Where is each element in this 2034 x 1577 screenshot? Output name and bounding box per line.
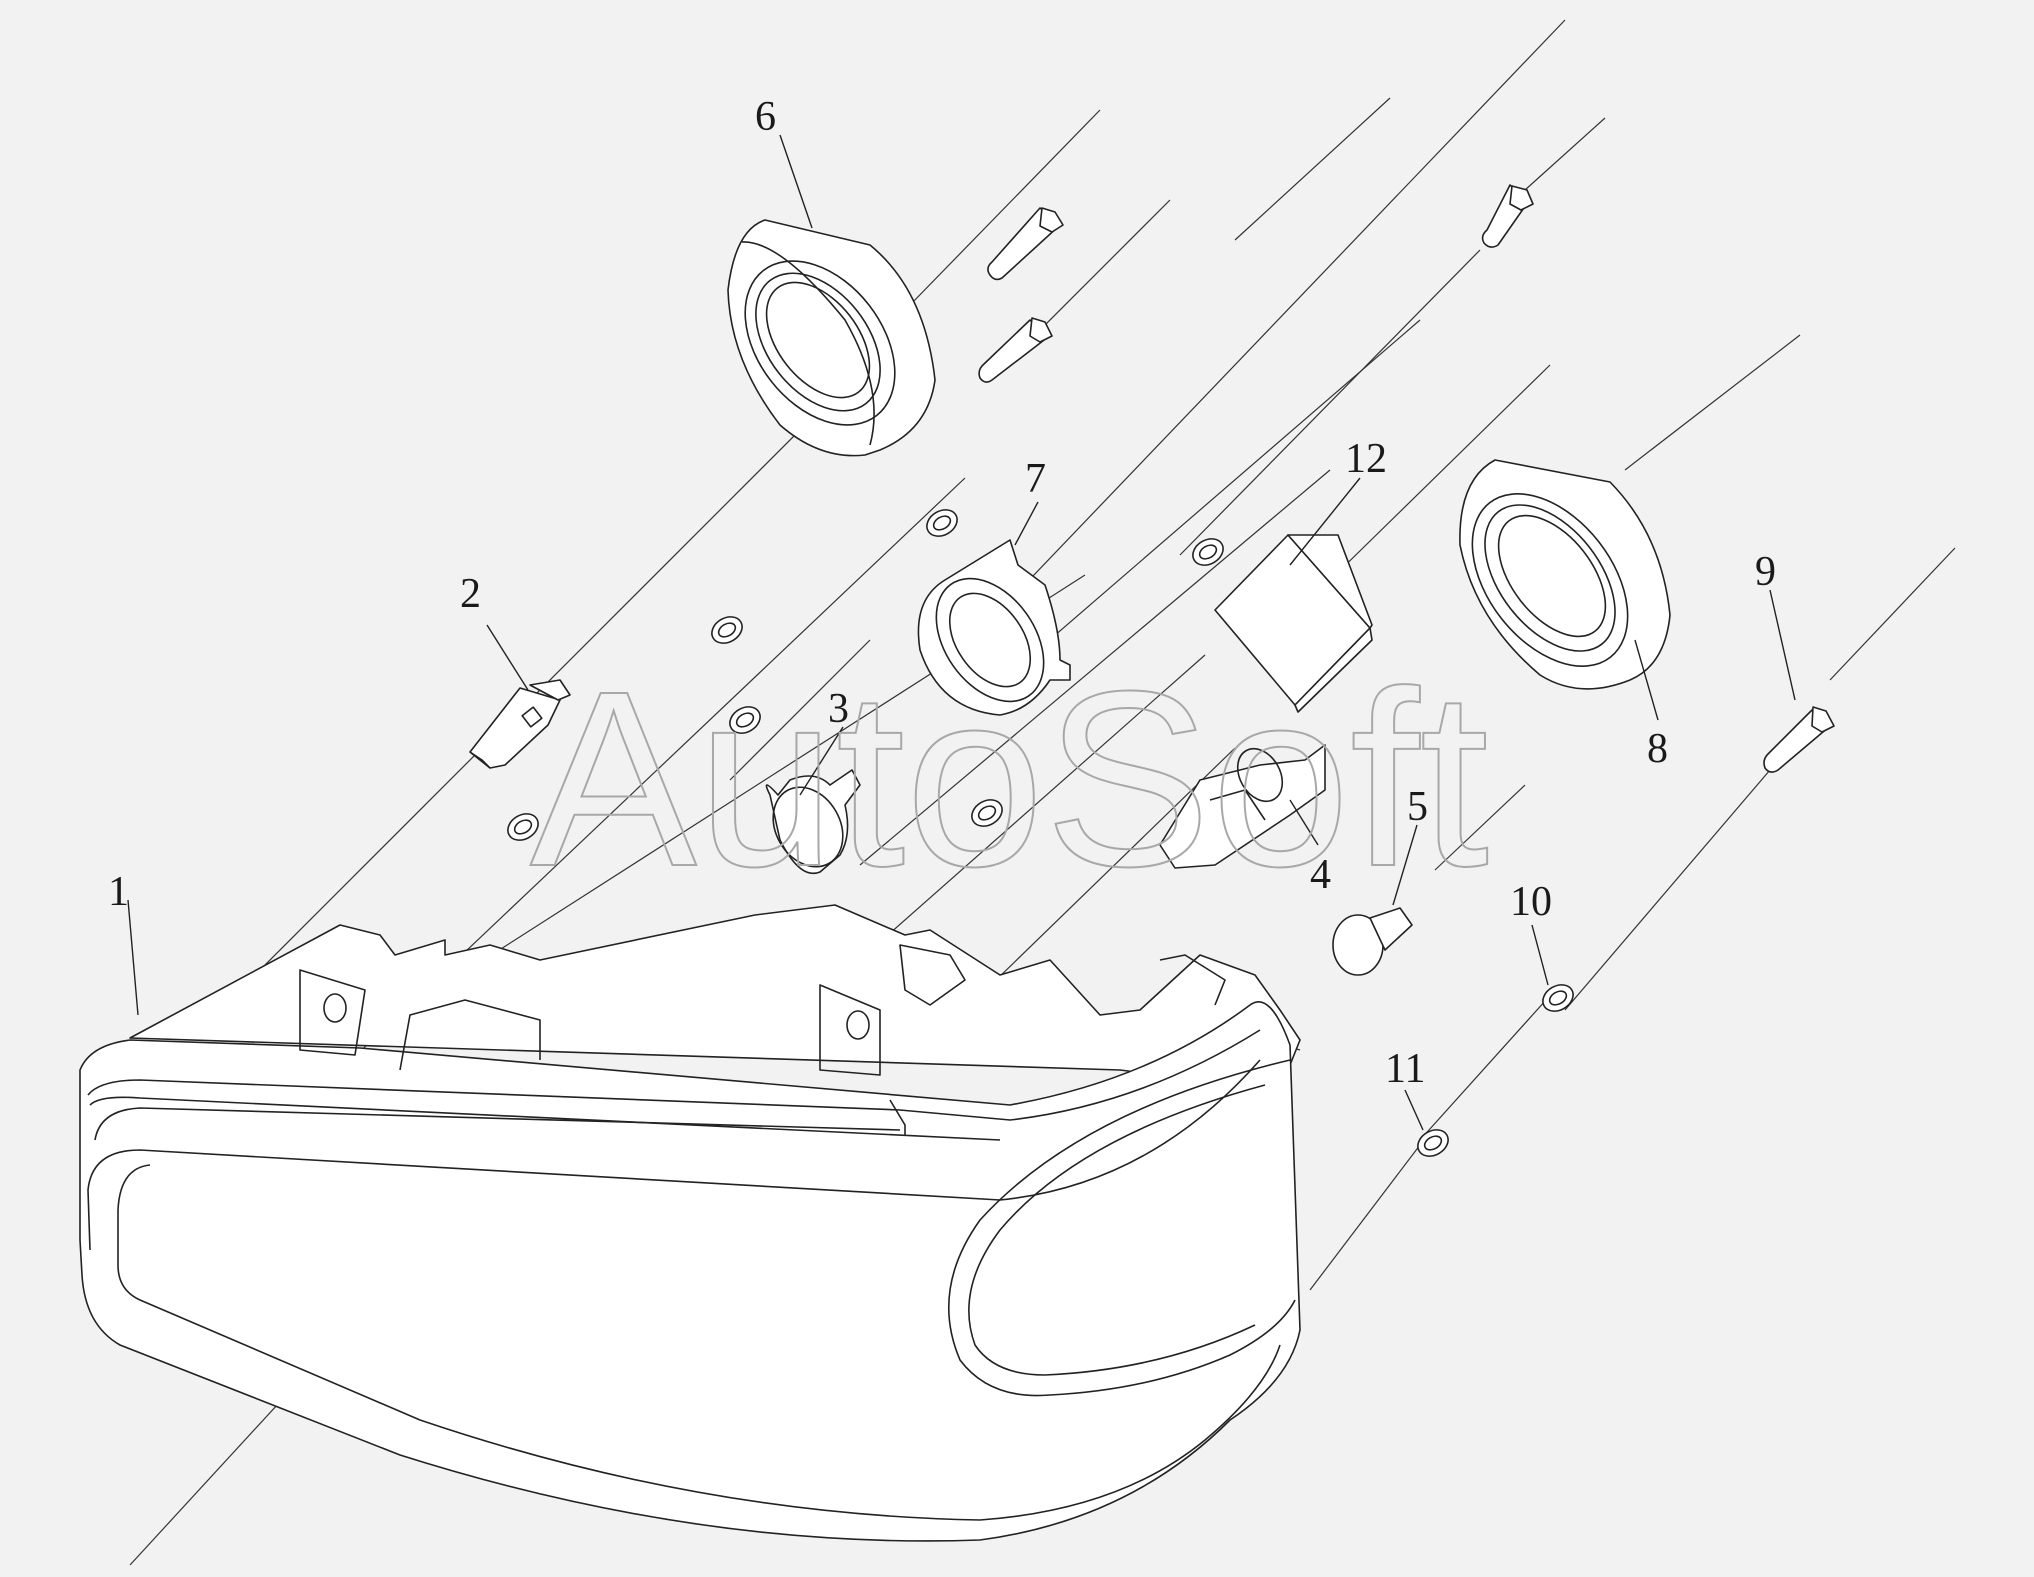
socket-shroud [917,539,1071,716]
callout-6: 6 [755,94,776,140]
leader-lines [127,134,1796,1131]
callout-1: 1 [108,869,129,915]
callout-10: 10 [1510,879,1552,925]
bulb-2 [469,679,571,769]
screws [978,184,1835,773]
callout-5: 5 [1407,784,1428,830]
watermark-text: AutoSoft [530,639,1489,918]
bulb-4 [1159,744,1326,869]
control-module [1214,534,1373,713]
washers [507,509,1574,1157]
bulb-5 [1332,907,1413,976]
screw-1 [987,207,1064,281]
callout-2: 2 [460,571,481,617]
callout-8: 8 [1647,726,1668,772]
reflector-ring-lower [1459,459,1671,690]
callout-4: 4 [1310,852,1331,898]
headlamp-housing [79,904,1301,1542]
callout-9: 9 [1755,549,1776,595]
reflector-ring-upper [727,219,936,457]
callout-7: 7 [1025,456,1046,502]
callout-12: 12 [1345,436,1387,482]
screw-3 [978,317,1053,383]
callout-11: 11 [1385,1046,1425,1092]
callout-labels: 1 2 3 4 5 6 7 8 9 10 11 12 [108,94,1776,1092]
screw-9 [1763,706,1835,773]
bulb-3 [765,769,861,875]
callout-3: 3 [828,686,849,732]
screw-2 [1481,184,1534,248]
